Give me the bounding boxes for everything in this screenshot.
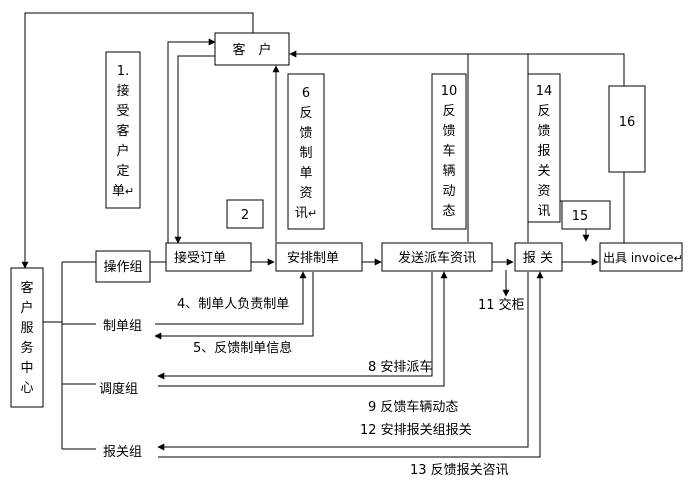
callout-1 — [105, 51, 141, 209]
group-dispatch-label: 调度组 — [99, 381, 138, 397]
node-customs-label: 报 关 — [523, 251, 553, 266]
group-customs-label: 报关组 — [103, 445, 142, 460]
node-service-center — [10, 267, 44, 408]
edge-customer-to-order — [174, 55, 215, 244]
edge-12 — [157, 272, 529, 451]
node-send-dispatch-label: 发送派车资讯 — [398, 250, 476, 266]
callout-15 — [561, 200, 611, 230]
edge-13 — [158, 271, 544, 458]
edge-feedback-to-customer — [289, 50, 625, 243]
label-12: 12 安排报关组报关 — [360, 423, 472, 438]
edge-customer-to-service — [21, 12, 254, 269]
node-service-center-label: 客户服务中心 — [20, 280, 33, 396]
label-11: 11 交柜 — [478, 297, 525, 313]
node-customer-label: 客 户 — [232, 42, 271, 58]
node-ops-group — [95, 250, 151, 283]
node-receive-order-label: 接受订单 — [174, 250, 226, 266]
edge-order-to-customer — [167, 38, 216, 245]
label-9: 9 反馈车辆动态 — [368, 399, 458, 415]
node-receive-order — [165, 242, 252, 272]
label-13: 13 反馈报关咨讯 — [410, 463, 509, 478]
callout-1-text: 1.接受客户定单↵ — [112, 64, 134, 199]
edge-4 — [155, 271, 307, 325]
node-ops-group-label: 操作组 — [103, 259, 142, 275]
label-4: 4、制单人负责制单 — [177, 297, 289, 312]
node-customer — [214, 32, 290, 66]
label-5: 5、反馈制单信息 — [193, 340, 292, 356]
node-arrange-docs — [275, 242, 363, 272]
callout-10 — [431, 73, 467, 230]
callout-2-text: 2 — [241, 208, 249, 223]
node-invoice — [599, 242, 683, 272]
callout-15-text: 15 — [572, 209, 589, 224]
callout-2 — [226, 199, 264, 229]
callout-16 — [608, 85, 646, 173]
node-invoice-label: 出具 invoice↵ — [603, 251, 683, 265]
edge-9 — [158, 271, 448, 387]
node-customs — [514, 242, 563, 272]
node-arrange-docs-label: 安排制单 — [287, 251, 339, 266]
edge-8 — [157, 272, 433, 380]
edge-5 — [154, 272, 314, 340]
node-send-dispatch — [381, 242, 493, 272]
label-8: 8 安排派车 — [368, 359, 432, 375]
callout-6 — [287, 73, 325, 230]
callout-14 — [527, 73, 561, 223]
callout-16-text: 16 — [619, 115, 636, 130]
group-docs-label: 制单组 — [103, 319, 142, 334]
